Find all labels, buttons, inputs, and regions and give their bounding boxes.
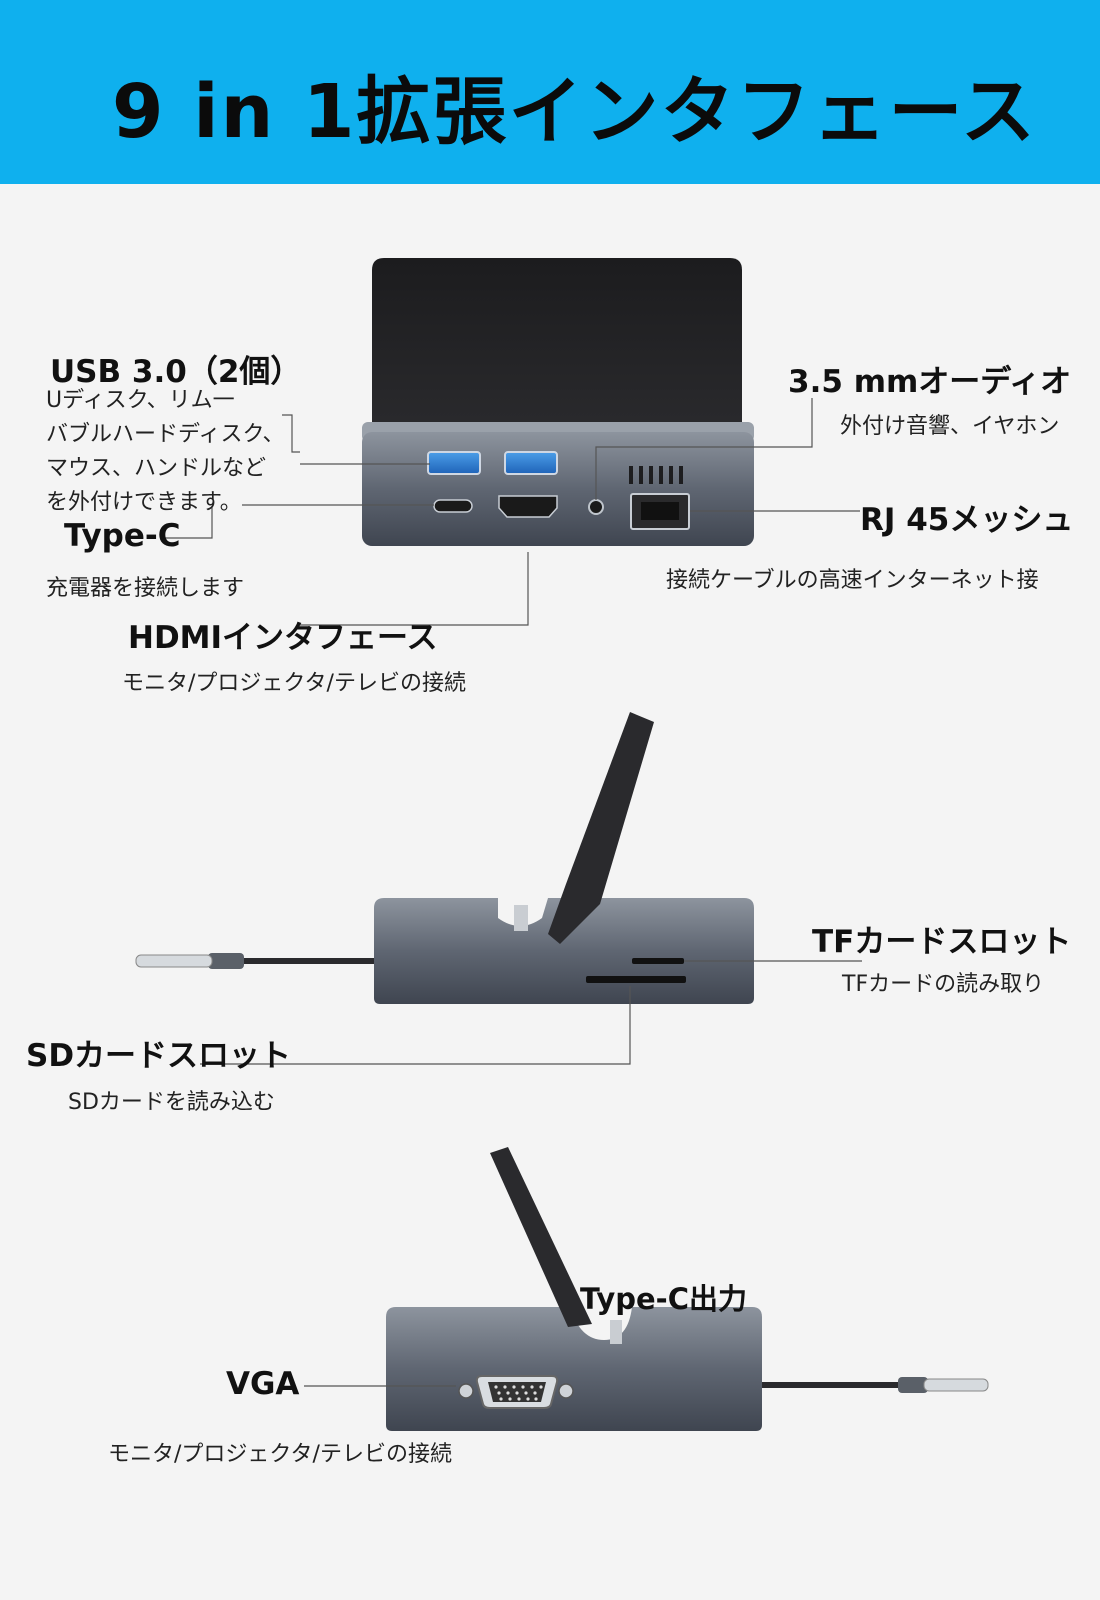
front-dock (362, 258, 754, 546)
banner-title: 9 in 1拡張インタフェース (112, 69, 1037, 155)
back-stand-panel (490, 1147, 592, 1327)
side-leader-lines (200, 960, 862, 1065)
rj45-title: RJ 45メッシュ (860, 502, 1074, 538)
typec-plug-right (923, 1378, 989, 1392)
typec-port (433, 499, 473, 513)
side-stand-panel (548, 712, 654, 944)
hdmi-title: HDMIインタフェース (128, 620, 438, 656)
typec-title: Type-C (64, 518, 181, 554)
back-hinge-pin (610, 1320, 622, 1344)
vga-screw-left (458, 1383, 474, 1399)
typec-out-title: Type-C出力 (580, 1282, 747, 1316)
phone-stand-panel (372, 258, 742, 432)
typec-desc: 充電器を接続します (46, 576, 245, 601)
usb30-title: USB 3.0（2個） (50, 354, 302, 390)
back-dock (386, 1147, 989, 1431)
usb-port-1 (427, 451, 481, 475)
audio-title: 3.5 mmオーディオ (788, 364, 1072, 400)
vents (629, 466, 683, 484)
back-body (386, 1307, 762, 1431)
cable-plug-sleeve (208, 953, 244, 969)
audio-jack (588, 499, 604, 515)
title-banner: 9 in 1拡張インタフェース (0, 0, 1100, 184)
front-leader-lines (160, 398, 860, 626)
tf-slot (632, 958, 684, 964)
typec-plug-left (135, 954, 213, 968)
front-body (362, 432, 754, 546)
tf-title: TFカードスロット (812, 924, 1072, 960)
vga-screw-right (558, 1383, 574, 1399)
vga-title: VGA (226, 1366, 300, 1402)
sd-desc: SDカードを読み込む (68, 1090, 275, 1115)
hinge-pin (514, 905, 528, 931)
hdmi-port (498, 495, 558, 518)
hdmi-desc: モニタ/プロジェクタ/テレビの接続 (122, 671, 466, 696)
side-dock (135, 712, 754, 1004)
cable-plug-sleeve-right (898, 1377, 928, 1393)
sd-slot (586, 976, 686, 983)
tf-desc: TFカードの読み取り (842, 972, 1045, 997)
rj45-desc: 接続ケーブルの高速インターネット接 (666, 568, 1039, 593)
audio-desc: 外付け音響、イヤホン (840, 414, 1060, 439)
sd-title: SDカードスロット (26, 1038, 292, 1074)
usb-port-2 (504, 451, 558, 475)
vga-desc: モニタ/プロジェクタ/テレビの接続 (108, 1442, 452, 1467)
usb30-desc: Uディスク、リム一 バブルハードディスク、 マウス、ハンドルなど を外付けできま… (46, 388, 285, 515)
